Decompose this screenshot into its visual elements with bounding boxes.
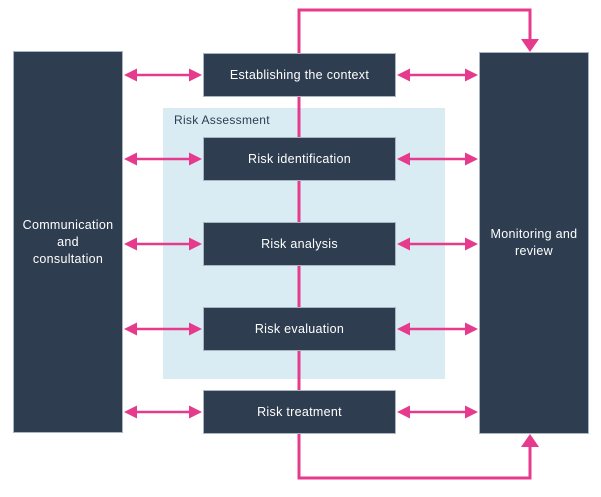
feedback-loop-top-line [297, 8, 532, 53]
step-label: Risk evaluation [254, 321, 345, 336]
risk-assessment-label: Risk Assessment [174, 113, 270, 127]
arrowhead-left-icon [124, 237, 137, 251]
feedback-loop-bottom-arrowhead-icon [521, 434, 539, 447]
arrowhead-right-icon [465, 152, 478, 166]
arrowhead-right-icon [189, 405, 202, 419]
label-line: Monitoring and [490, 227, 578, 241]
step-establishing-context: Establishing the context [203, 53, 396, 97]
arrowhead-left-icon [397, 322, 410, 336]
step-risk-identification: Risk identification [203, 137, 396, 181]
arrowhead-left-icon [397, 405, 410, 419]
monitoring-review-label: Monitoring and review [491, 226, 578, 260]
label-line: Communication [22, 217, 114, 232]
feedback-loop-top-arrowhead-icon [521, 39, 539, 52]
step-risk-evaluation: Risk evaluation [203, 307, 396, 351]
communication-consultation-box: Communication and consultation [13, 51, 123, 433]
step-label: Risk identification [248, 151, 351, 166]
label-line: consultation [32, 251, 104, 266]
arrowhead-left-icon [397, 237, 410, 251]
arrowhead-right-icon [189, 322, 202, 336]
arrowhead-right-icon [189, 68, 202, 82]
arrowhead-left-icon [397, 68, 410, 82]
step-risk-treatment: Risk treatment [203, 390, 396, 434]
arrowhead-left-icon [124, 152, 137, 166]
arrowhead-left-icon [124, 405, 137, 419]
arrowhead-right-icon [465, 237, 478, 251]
label-line: review [515, 244, 553, 258]
step-risk-analysis: Risk analysis [203, 222, 396, 266]
step-label: Risk treatment [257, 404, 342, 419]
monitoring-review-box: Monitoring and review [479, 52, 589, 434]
arrowhead-right-icon [189, 152, 202, 166]
arrowhead-right-icon [465, 405, 478, 419]
arrowhead-left-icon [124, 68, 137, 82]
arrowhead-left-icon [124, 322, 137, 336]
step-label: Risk analysis [261, 236, 338, 251]
step-label: Establishing the context [229, 67, 370, 82]
feedback-loop-bottom-line [297, 97, 532, 480]
arrowhead-right-icon [189, 237, 202, 251]
double-arrows-group [124, 68, 478, 419]
communication-consultation-label: Communication and consultation [23, 217, 114, 268]
arrowhead-left-icon [397, 152, 410, 166]
arrowhead-right-icon [465, 68, 478, 82]
arrowhead-right-icon [465, 322, 478, 336]
label-line: and [57, 234, 79, 249]
